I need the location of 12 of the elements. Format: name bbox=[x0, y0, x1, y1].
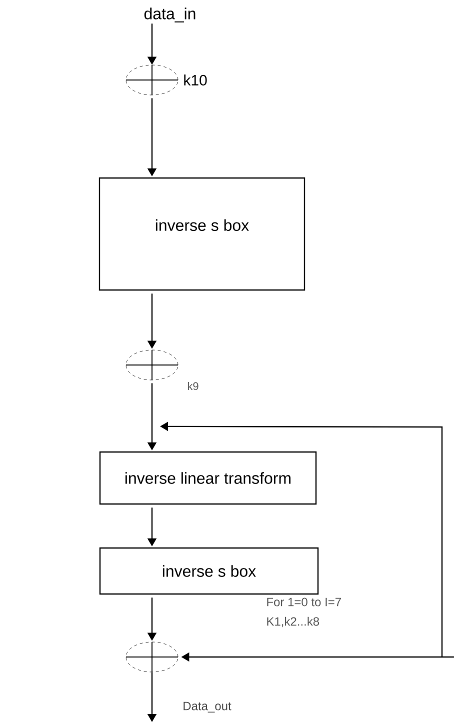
xor-symbol bbox=[126, 64, 178, 96]
key-label: k9 bbox=[188, 382, 198, 390]
key-label: k10 bbox=[184, 74, 207, 86]
process-box: inverse s box bbox=[98, 177, 306, 291]
xor-symbol bbox=[126, 350, 178, 380]
xor-symbol bbox=[126, 642, 178, 672]
loop-note: For 1=0 to I=7 bbox=[267, 598, 341, 606]
edge-label: Data_out bbox=[184, 702, 232, 713]
process-box: inverse linear transform bbox=[99, 451, 317, 505]
input-label: data_in bbox=[144, 8, 196, 22]
process-box: inverse s box bbox=[99, 547, 319, 595]
loop-note: K1,k2...k8 bbox=[267, 616, 320, 628]
